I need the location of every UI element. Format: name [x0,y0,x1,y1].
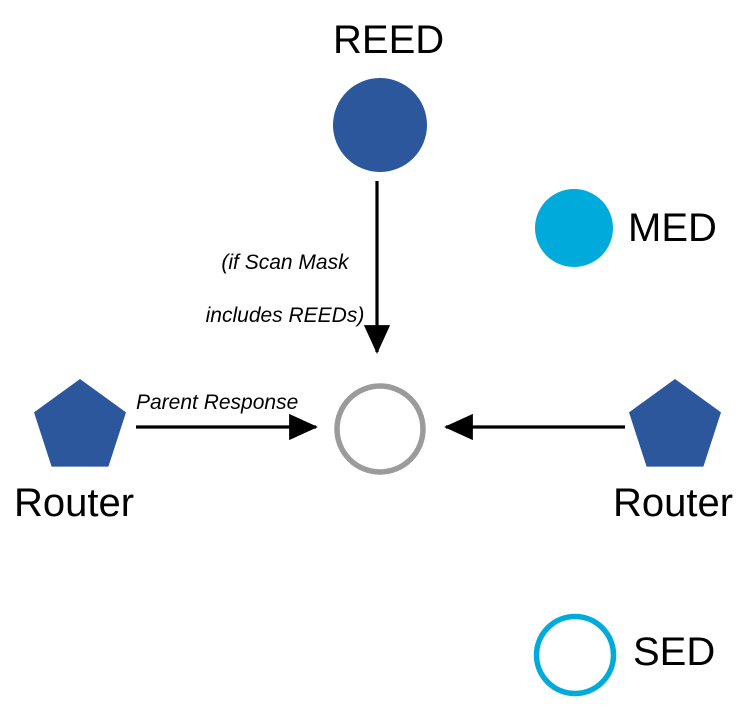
node-reed[interactable] [333,78,427,172]
node-center-device[interactable] [334,383,426,475]
node-label-med: MED [628,206,717,250]
edge-layer [136,181,625,441]
node-label-router-right: Router [613,481,734,525]
edge-label-parent-response: Parent Response [136,391,299,414]
node-med[interactable] [535,189,613,267]
node-label-sed: SED [633,630,716,674]
edge-label-scan-mask: (if Scan Mask includes REEDs) [195,224,375,355]
node-router-right[interactable] [629,379,721,467]
node-label-router-left: Router [14,481,135,525]
edge-label-scan-mask-line1: (if Scan Mask [221,251,349,275]
node-sed[interactable] [533,613,617,697]
edge-label-scan-mask-line2: includes REEDs) [205,303,365,327]
node-layer [34,78,721,697]
node-router-left[interactable] [34,379,126,467]
node-label-reed: REED [333,18,445,62]
